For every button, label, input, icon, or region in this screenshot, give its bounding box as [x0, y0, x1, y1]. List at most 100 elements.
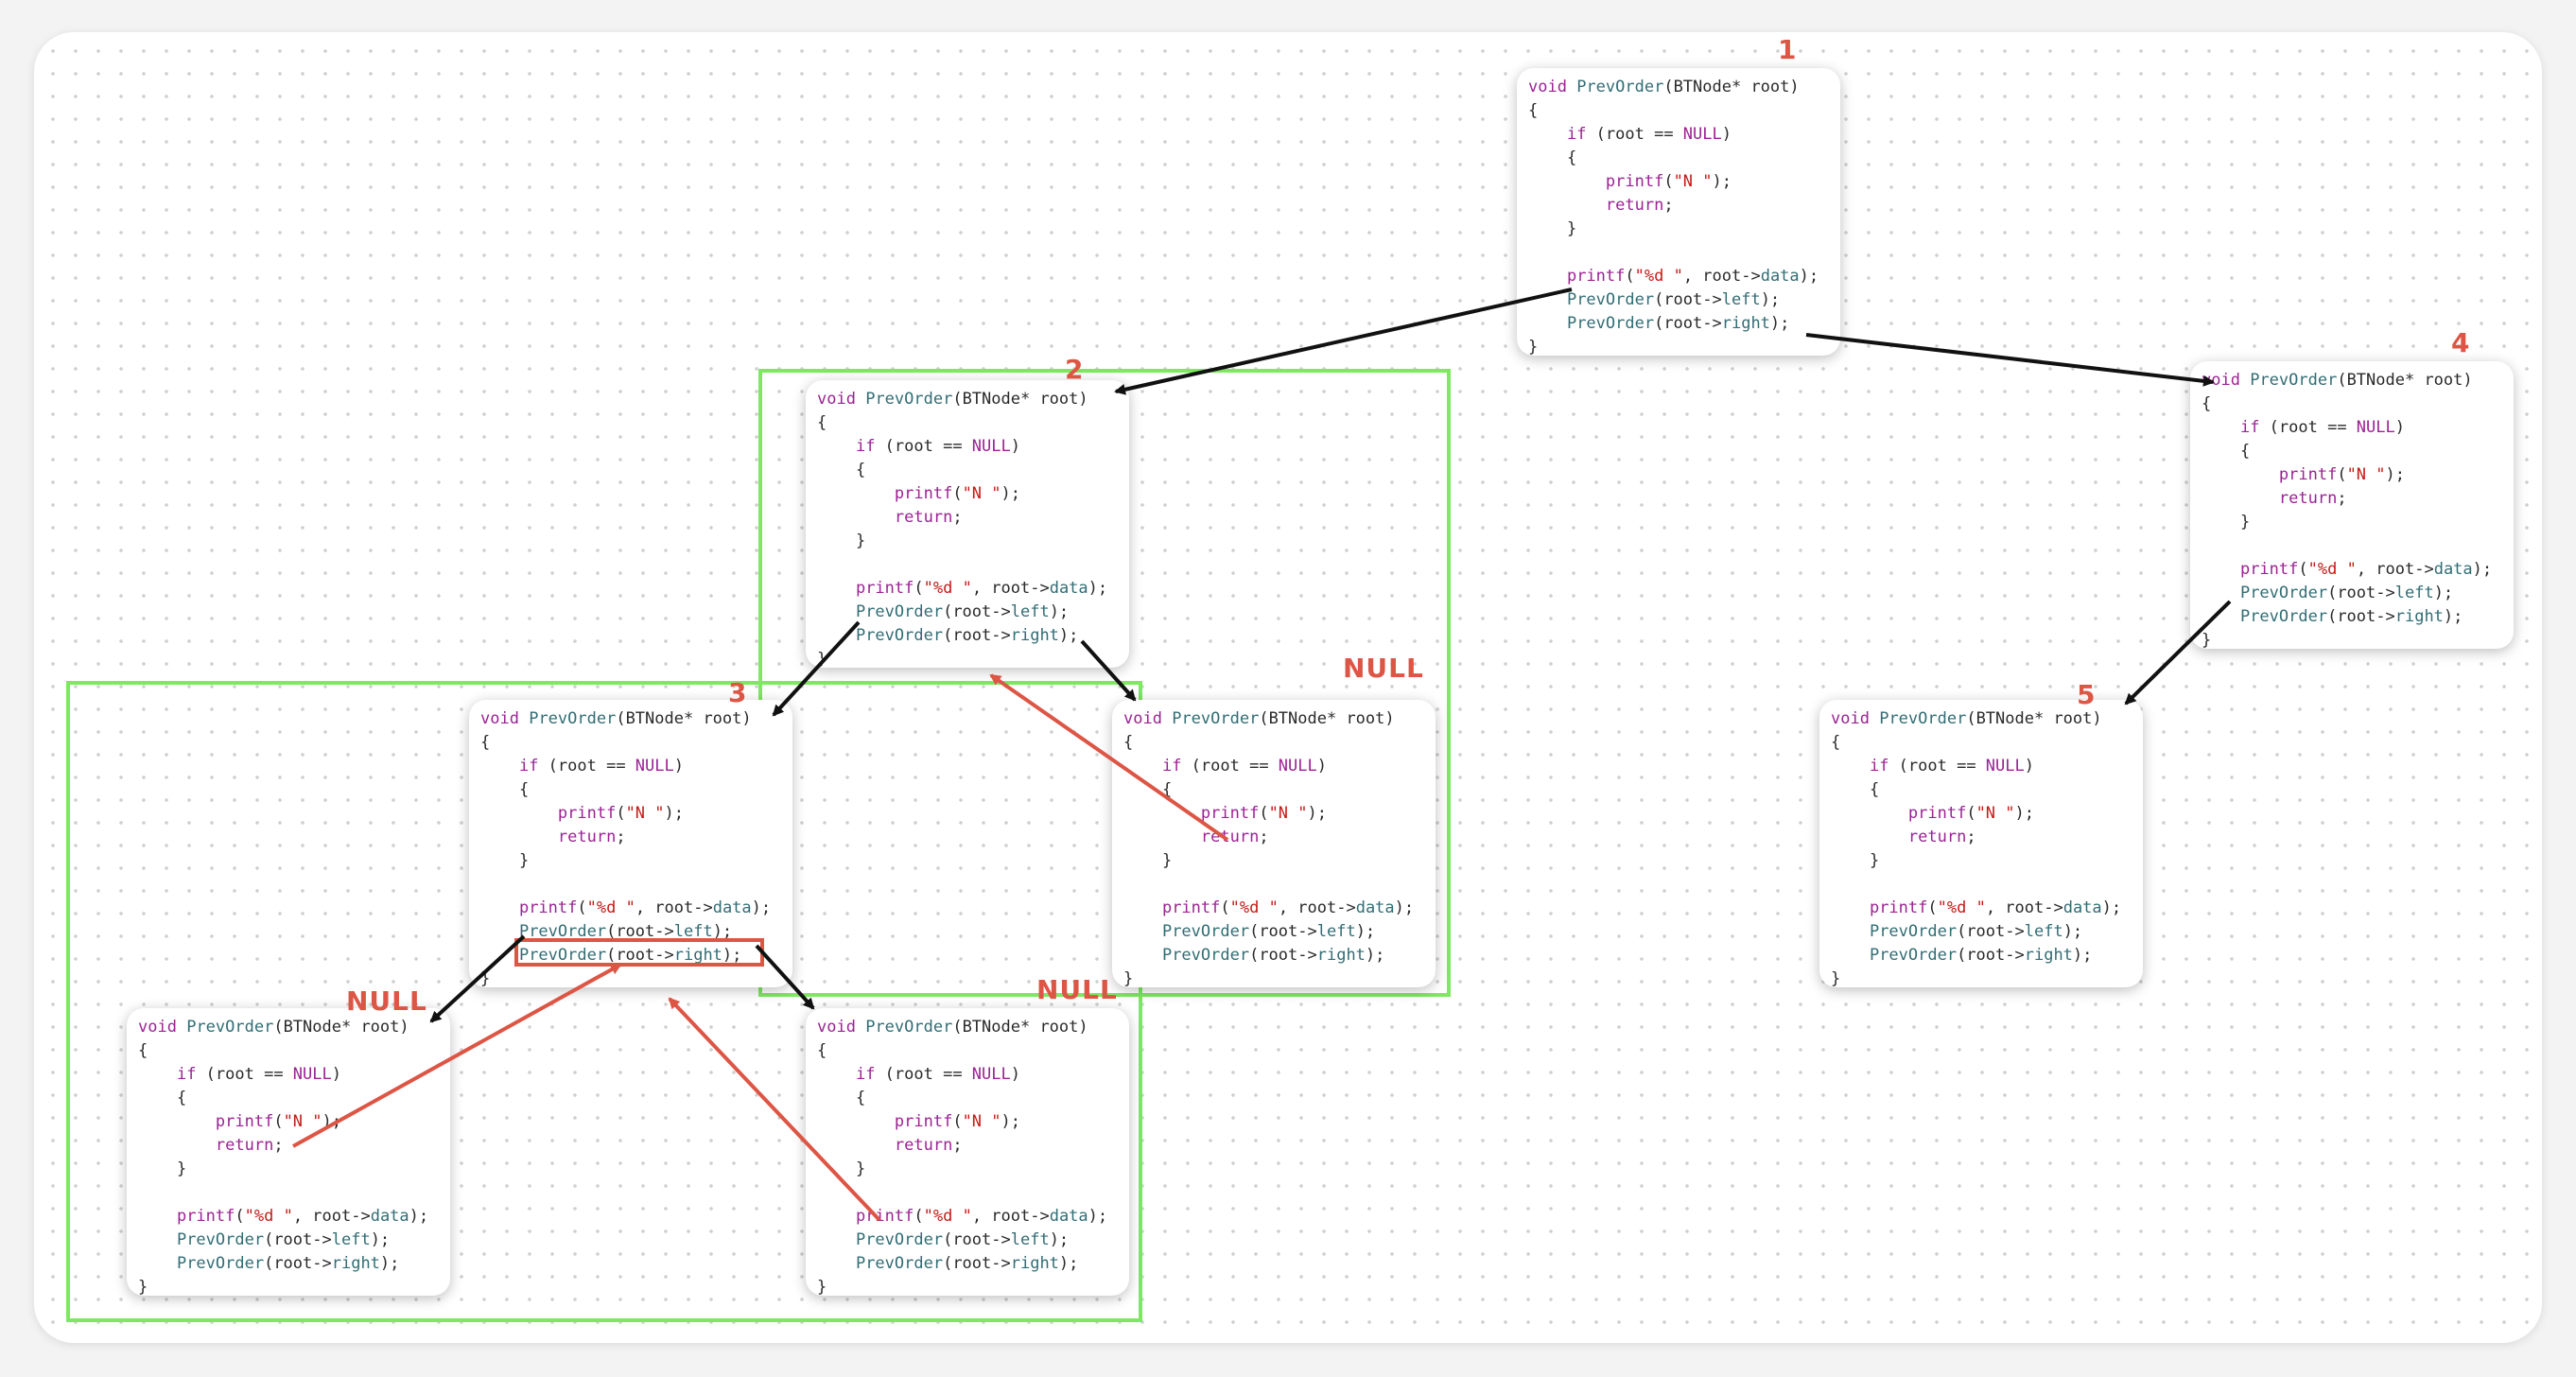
code-line: if (root == NULL)	[855, 437, 1020, 456]
code-block: void PrevOrder(BTNode* root) { if (root =…	[1123, 707, 1414, 991]
code-line: return;	[557, 828, 626, 846]
code-line: }	[1528, 338, 1539, 357]
frame-number-3: 3	[728, 677, 747, 708]
code-line: PrevOrder(root->left);	[1161, 922, 1376, 941]
code-line: }	[2202, 513, 2251, 532]
code-line: printf("N ");	[1605, 172, 1732, 191]
code-line: {	[1528, 148, 1577, 167]
code-card-frame-8: void PrevOrder(BTNode* root){ if (root =…	[806, 1008, 1129, 1297]
code-line: PrevOrder(root->left);	[855, 602, 1070, 621]
code-line: return;	[2278, 489, 2347, 508]
code-line: printf("%d ", root->data);	[2239, 560, 2493, 579]
code-line: PrevOrder(root->right);	[855, 626, 1079, 645]
frame-number-1: 1	[1778, 34, 1797, 65]
code-line: }	[1831, 969, 1841, 988]
code-block: void PrevOrder(BTNode* root){ if (root =…	[2202, 369, 2492, 653]
code-line: if (root == NULL)	[1869, 757, 2034, 776]
code-line: printf("N ");	[557, 804, 684, 823]
code-line: if (root == NULL)	[176, 1065, 341, 1084]
code-line: }	[138, 1278, 148, 1297]
return-arrow-6-to-2	[989, 673, 1229, 842]
code-line: return;	[215, 1136, 284, 1155]
call-arrow-4-to-5	[2124, 600, 2232, 706]
code-line: PrevOrder(root->right);	[1869, 946, 2093, 965]
code-line: printf("%d ", root->data);	[176, 1207, 429, 1226]
code-line: {	[817, 1041, 827, 1060]
code-line: }	[1831, 851, 1880, 870]
code-line: printf("%d ", root->data);	[1566, 267, 1819, 286]
code-line: }	[2202, 631, 2212, 650]
code-line: {	[2202, 442, 2251, 461]
null-label-left-of-3: NULL	[346, 985, 427, 1017]
call-arrow-2-to-6	[1080, 639, 1137, 702]
code-line: printf("%d ", root->data);	[855, 579, 1108, 598]
code-line: {	[138, 1041, 148, 1060]
code-block: void PrevOrder(BTNode* root) { if (root =…	[1831, 707, 2121, 991]
canvas-board	[34, 32, 2542, 1343]
code-line: printf("%d ", root->data);	[855, 1207, 1108, 1226]
code-line: if (root == NULL)	[518, 757, 684, 776]
frame-number-2: 2	[1065, 354, 1084, 385]
code-block: void PrevOrder(BTNode* root) { if (root =…	[480, 707, 771, 991]
call-arrow-1-to-4	[1805, 333, 2215, 387]
frame-number-5: 5	[2077, 679, 2096, 710]
code-line: }	[817, 532, 866, 550]
return-arrow-8-to-3	[668, 997, 881, 1222]
code-line: if (root == NULL)	[1161, 757, 1327, 776]
code-line: if (root == NULL)	[855, 1065, 1020, 1084]
code-line: }	[480, 969, 491, 988]
code-line: }	[1123, 969, 1134, 988]
code-line: PrevOrder(root->right);	[518, 946, 742, 965]
code-line: PrevOrder(root->left);	[176, 1230, 391, 1249]
code-line: void PrevOrder(BTNode* root)	[1123, 709, 1395, 728]
code-line: PrevOrder(root->right);	[1566, 314, 1790, 333]
code-line: return;	[1605, 196, 1674, 215]
code-line: PrevOrder(root->right);	[1161, 946, 1385, 965]
code-line: void PrevOrder(BTNode* root)	[480, 709, 752, 728]
code-line: printf("N ");	[1907, 804, 2034, 823]
code-line: PrevOrder(root->left);	[2239, 584, 2454, 602]
code-line: printf("N ");	[894, 1112, 1020, 1131]
code-line: }	[1528, 219, 1577, 238]
code-line: PrevOrder(root->right);	[176, 1254, 400, 1273]
code-line: void PrevOrder(BTNode* root)	[138, 1018, 409, 1037]
code-line: }	[817, 650, 827, 669]
code-line: if (root == NULL)	[1566, 125, 1732, 144]
return-arrow-7-to-3	[292, 963, 622, 1148]
code-line: {	[817, 461, 866, 479]
code-line: PrevOrder(root->right);	[2239, 607, 2463, 626]
code-line: PrevOrder(root->left);	[1566, 290, 1781, 309]
code-line: return;	[894, 1136, 963, 1155]
code-line: PrevOrder(root->right);	[855, 1254, 1079, 1273]
code-card-frame-7: void PrevOrder(BTNode* root) { if (root =…	[127, 1008, 450, 1299]
call-arrow-3-to-7	[429, 934, 526, 1023]
code-card-frame-1: void PrevOrder(BTNode* root) { if (root =…	[1517, 68, 1840, 357]
code-line: {	[817, 413, 827, 432]
code-card-frame-4: void PrevOrder(BTNode* root){ if (root =…	[2190, 361, 2514, 650]
code-block: void PrevOrder(BTNode* root) { if (root =…	[138, 1016, 428, 1299]
code-line: return;	[894, 508, 963, 527]
code-line: void PrevOrder(BTNode* root)	[1528, 78, 1800, 96]
code-line: printf("N ");	[2278, 465, 2405, 484]
call-arrow-1-to-2	[1114, 288, 1573, 395]
code-line: printf("%d ", root->data);	[518, 898, 772, 917]
code-line: printf("N ");	[894, 484, 1020, 503]
code-line: {	[1831, 780, 1880, 799]
null-label-right-of-2: NULL	[1343, 653, 1424, 684]
code-line: if (root == NULL)	[2239, 418, 2405, 437]
code-line: void PrevOrder(BTNode* root)	[1831, 709, 2102, 728]
code-line: void PrevOrder(BTNode* root)	[817, 390, 1088, 409]
code-line: }	[1123, 851, 1173, 870]
code-line: PrevOrder(root->left);	[855, 1230, 1070, 1249]
code-line: {	[1831, 733, 1841, 752]
code-line: printf("%d ", root->data);	[1161, 898, 1415, 917]
code-line: printf("%d ", root->data);	[1869, 898, 2122, 917]
code-line: {	[1123, 733, 1134, 752]
code-line: {	[1528, 101, 1539, 120]
code-line: printf("N ");	[1200, 804, 1327, 823]
code-line: PrevOrder(root->left);	[1869, 922, 2083, 941]
call-arrow-3-to-8	[755, 944, 815, 1010]
code-line: {	[480, 780, 530, 799]
